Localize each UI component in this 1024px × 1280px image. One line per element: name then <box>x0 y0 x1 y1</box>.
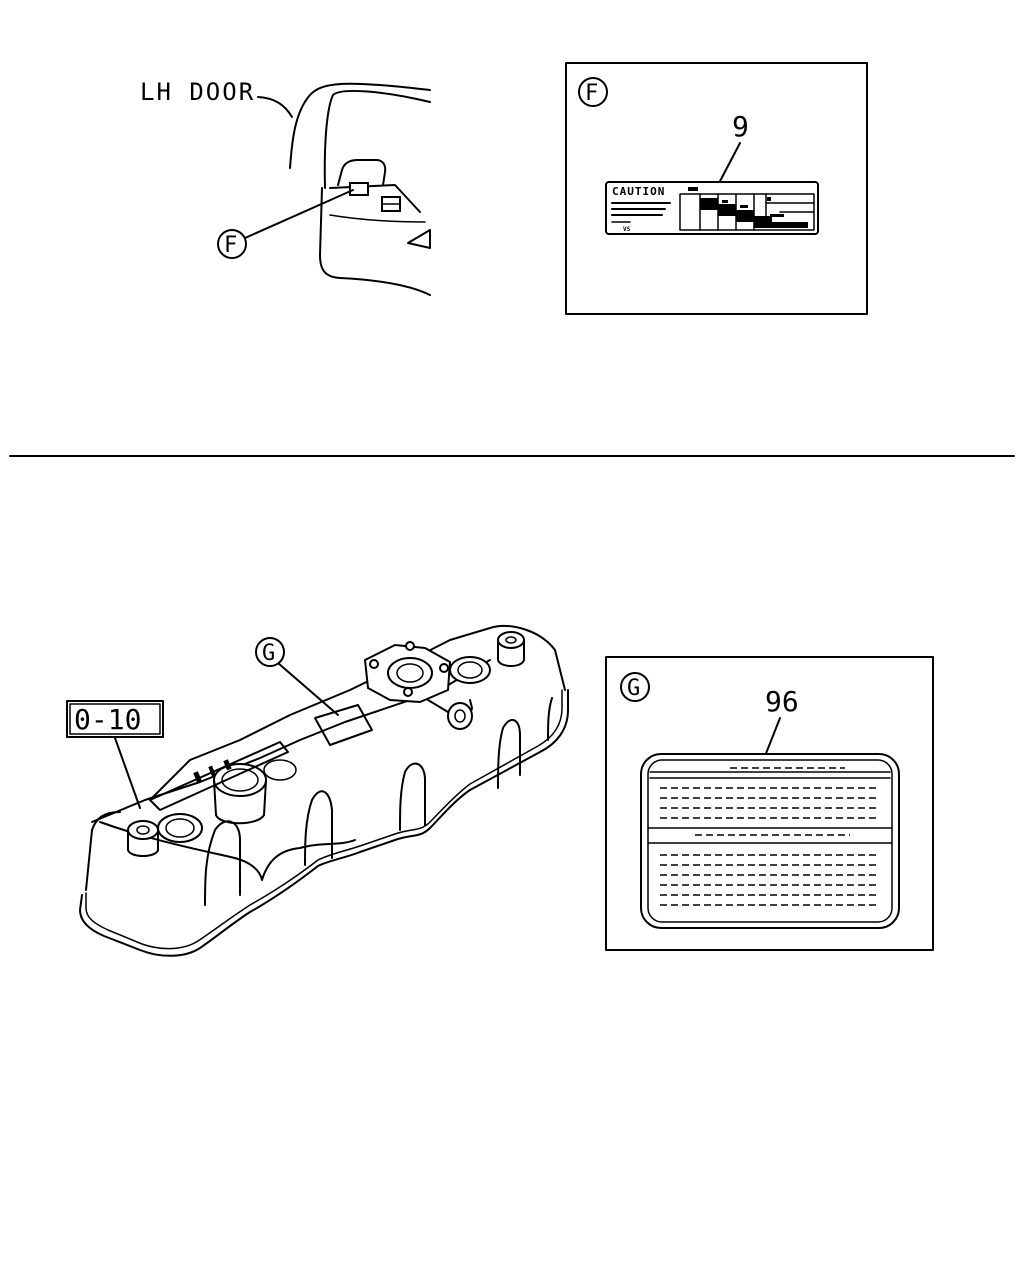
cover-top-edge-rear <box>149 625 566 801</box>
valve-plate-outer <box>640 753 900 929</box>
emboss-mark-1 <box>193 771 202 783</box>
detail-f-badge-letter: F <box>585 81 598 106</box>
rear-flange-port <box>387 657 433 689</box>
emboss-mark-3 <box>223 759 232 771</box>
breather-tube-end <box>447 702 473 730</box>
front-boss <box>127 829 159 857</box>
grid-mark-2 <box>740 205 748 208</box>
oil-filler-body <box>213 779 267 825</box>
valve-plate-inner <box>647 759 893 923</box>
reference-box-text: 0-10 <box>74 703 141 736</box>
detail-g-panel: G 96 <box>605 656 934 951</box>
lh-door-view: LH DOOR F <box>140 78 431 296</box>
door-latch <box>329 184 421 213</box>
flange-bolt-3 <box>439 663 449 673</box>
detail-g-part-number: 96 <box>765 685 799 718</box>
door-lower-edge <box>319 187 431 296</box>
detail-g-badge-letter: G <box>627 676 640 701</box>
door-hinge-notch <box>407 229 431 249</box>
detail-f-frame <box>565 62 868 315</box>
caution-label-small: VS <box>623 226 631 233</box>
detail-f-panel: F 9 CAUTION VS <box>565 62 868 315</box>
oil-filler-inner <box>221 768 259 792</box>
detail-f-badge <box>578 77 608 107</box>
rear-ring-inner <box>457 661 483 679</box>
reference-box <box>66 700 164 738</box>
cover-rib-3 <box>399 762 426 831</box>
detail-f-leader <box>717 142 741 186</box>
cover-rib-1 <box>204 820 241 906</box>
rear-boss-top <box>497 631 525 649</box>
reference-box-inner <box>69 703 161 735</box>
cover-rib-2 <box>304 790 333 866</box>
detail-f-part-number: 9 <box>732 110 749 143</box>
caution-label: CAUTION VS <box>605 181 819 235</box>
grid-mark-3 <box>770 214 784 217</box>
grid-mark-1 <box>722 200 728 203</box>
cover-rib-4 <box>497 719 521 789</box>
callout-g-letter: G <box>262 641 275 666</box>
cover-label-recess <box>314 704 373 746</box>
cover-gasket-outer <box>79 689 569 957</box>
door-outline <box>289 82 431 169</box>
front-ring-outer <box>157 813 203 843</box>
caution-label-heading: CAUTION <box>612 185 665 198</box>
rear-boss <box>497 639 525 667</box>
detail-g-frame <box>605 656 934 951</box>
rear-flange-port-inner <box>396 663 424 683</box>
callout-g-leader <box>277 662 339 716</box>
front-boss-top <box>127 820 159 840</box>
detail-g-leader <box>764 717 781 757</box>
flange-bolt-4 <box>403 687 413 697</box>
reference-leader <box>114 737 141 809</box>
cover-rib-5 <box>547 697 553 741</box>
emboss-plate <box>149 741 289 811</box>
oil-filler-side-ring <box>263 759 297 781</box>
rear-boss-hole <box>505 636 517 644</box>
callout-f-letter: F <box>224 233 237 258</box>
valve-cover-view: 0-10 G <box>66 625 569 957</box>
breather-tube-hole <box>454 709 466 723</box>
detail-g-badge <box>620 672 650 702</box>
grid-dark-steps <box>700 198 808 228</box>
flange-bolt-2 <box>405 641 415 651</box>
emboss-mark-2 <box>208 765 216 777</box>
cover-gasket-inner <box>85 689 563 950</box>
cover-front-face <box>99 821 356 881</box>
door-label-sticker <box>349 182 369 196</box>
grid-mark-4 <box>767 197 771 201</box>
callout-g-circle <box>255 637 285 667</box>
door-edge <box>323 89 431 189</box>
door-handle <box>337 159 387 186</box>
callout-f-leader <box>244 189 354 239</box>
caution-logo <box>688 187 698 191</box>
door-panel-line <box>329 214 426 223</box>
callout-f-circle <box>217 229 247 259</box>
flange-bolt-1 <box>369 659 379 669</box>
lh-door-leader <box>257 96 293 118</box>
front-boss-hole <box>136 825 150 835</box>
lh-door-label: LH DOOR <box>140 78 255 106</box>
rear-ring-outer <box>449 656 491 684</box>
front-ring-inner <box>165 818 195 838</box>
